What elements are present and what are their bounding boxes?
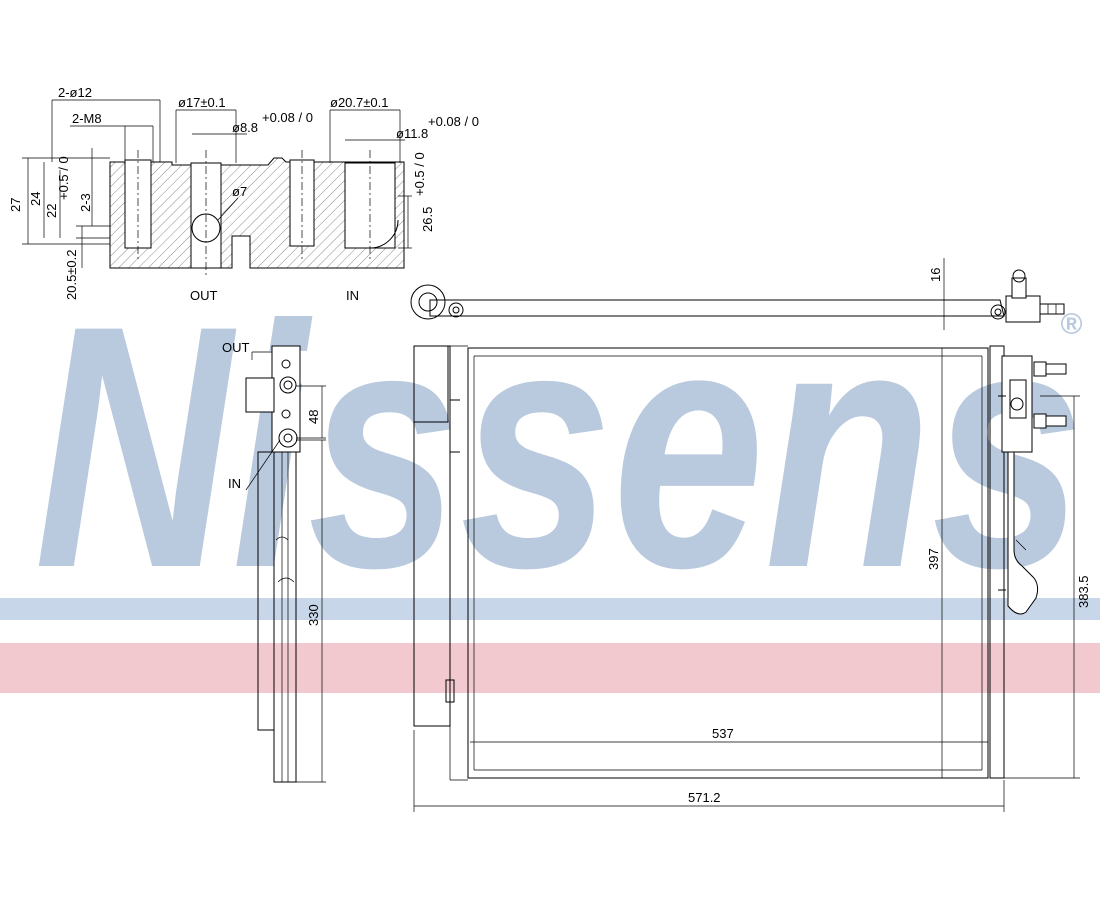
side-port-out-inner [283,380,293,390]
dim-26-5: 26.5 [420,207,435,232]
front-rail-eye-large [410,284,446,320]
dim-bore-out-tol: +0.08 / 0 [262,110,313,125]
detail-label-out: OUT [190,288,218,303]
detail-label-in: IN [346,288,359,303]
front-hose [1007,451,1039,615]
front-dim-571-2: 571.2 [688,790,721,805]
dim-26-5-tol: +0.5 / 0 [412,152,427,196]
bore-in-arc [369,219,399,249]
watermark-registered-mark: ® [1060,308,1083,341]
front-left-tank-cap [413,345,449,423]
flange-section-view: 2-ø12 2-M8 ø17±0.1 ø8.8 +0.08 / 0 ø20.7±… [8,85,479,303]
front-fitting-top [1005,295,1041,323]
watermark: Nissens ® [0,255,1100,693]
front-dim-383-5: 383.5 [1076,575,1091,608]
side-bolt-top [281,359,291,369]
dim-cross-hole: ø7 [232,184,247,199]
dim-2-threads: 2-M8 [72,111,102,126]
dim-bore-in: ø20.7±0.1 [330,95,388,110]
side-view: OUT IN 48 330 [222,340,326,783]
front-view: 16 [410,258,1091,812]
front-dim-lines [413,348,1080,812]
watermark-stripe-red [0,643,1100,693]
dim-24: 24 [28,192,43,206]
dim-20-5: 20.5±0.2 [64,249,79,300]
dim-22: 22 [44,204,59,218]
dim-bore-out: ø17±0.1 [178,95,226,110]
dim-2-holes: 2-ø12 [58,85,92,100]
side-bolt-bottom [281,409,291,419]
front-dim-397: 397 [926,548,941,570]
watermark-brand-text: Nissens [34,255,1084,640]
dim-22-tol: +0.5 / 0 [56,156,71,200]
front-rail-eye-small [448,302,464,318]
side-port-in-inner [283,433,293,443]
side-flange [245,377,275,413]
side-dim-330: 330 [306,604,321,626]
front-receiver-block [1001,355,1033,453]
detail-leaders [22,99,412,268]
front-dim-537: 537 [712,726,734,741]
side-label-out: OUT [222,340,250,355]
front-rail-eye-right [990,304,1006,320]
dim-bore-in-tol: +0.08 / 0 [428,114,479,129]
side-receiver-block [271,345,301,453]
watermark-stripe-blue [0,598,1100,620]
dim-bore-in-inner: ø11.8 [396,126,428,141]
front-top-rail [429,299,1005,317]
side-label-in: IN [228,476,241,491]
front-right-tank [989,345,1005,779]
front-dim-16: 16 [928,268,943,282]
dim-27: 27 [8,198,23,212]
side-dim-lines [245,351,326,783]
side-dim-48: 48 [306,410,321,424]
front-core-frame [467,347,989,779]
centerlines [137,150,371,278]
front-rail-eye-large-inner [418,292,438,312]
side-port-out [279,376,297,394]
dim-2-3: 2-3 [78,193,93,212]
side-tank [257,451,275,731]
dim-bore-out-inner: ø8.8 [232,120,258,135]
